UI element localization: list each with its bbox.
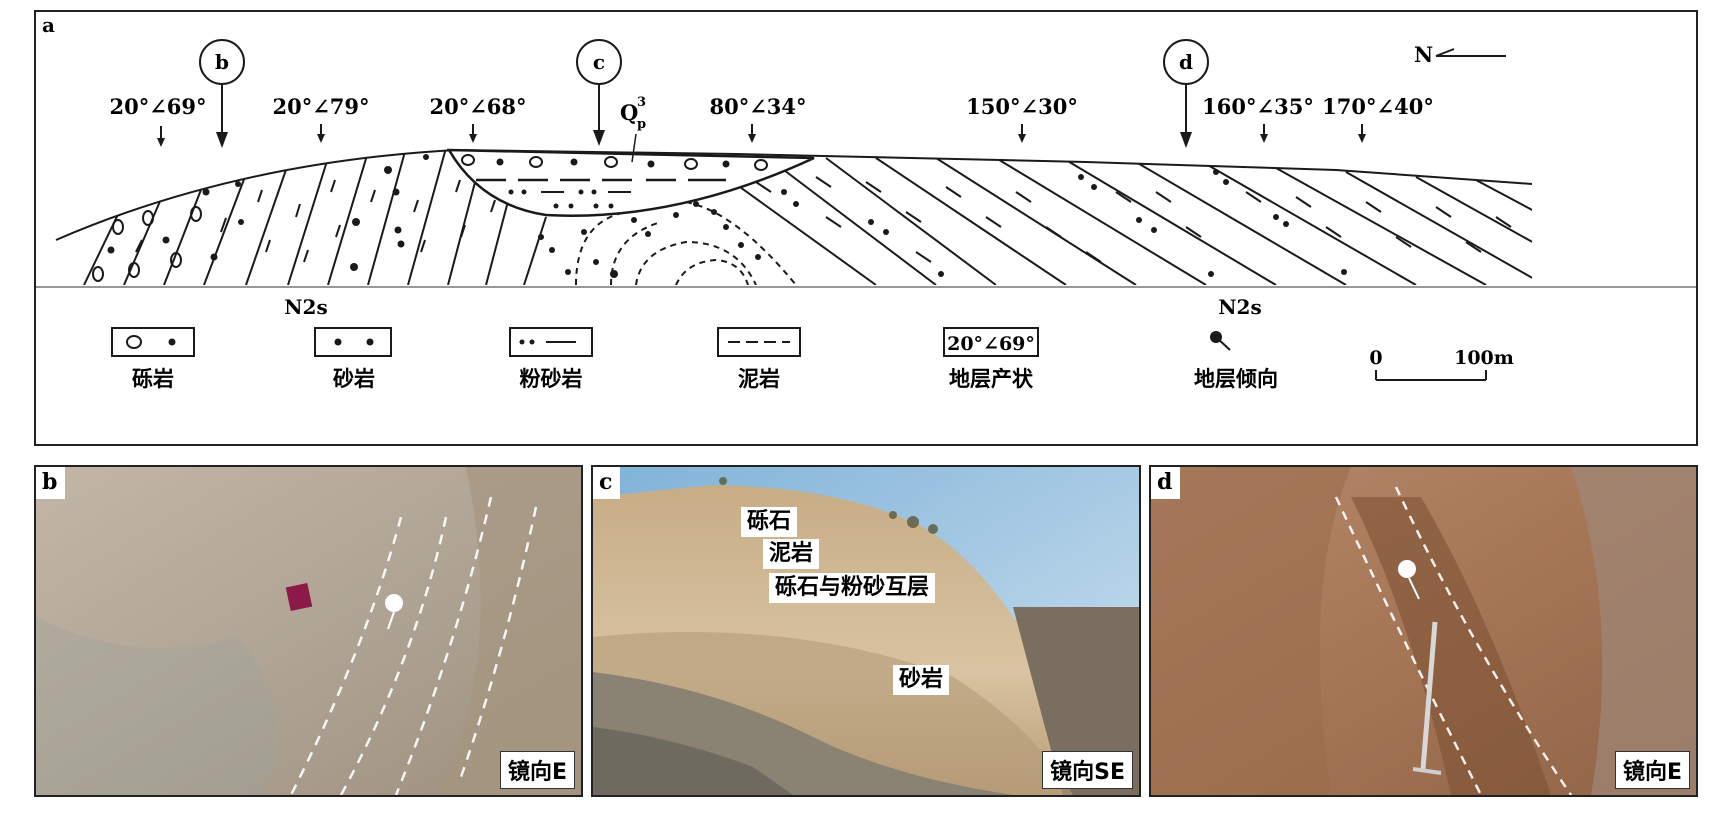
photo-d-image bbox=[1151, 467, 1696, 795]
annotation-gravel-silt-interbed: 砾石与粉砂互层 bbox=[769, 573, 936, 603]
photo-b-direction: 镜向E bbox=[499, 751, 575, 789]
north-arrow: N bbox=[1414, 42, 1506, 67]
svg-text:100m: 100m bbox=[1454, 347, 1514, 369]
photo-d: d 镜向E bbox=[1149, 465, 1698, 797]
scale-bar: 0 100m bbox=[1369, 347, 1514, 381]
panel-a-label: a bbox=[42, 13, 55, 37]
svg-text:粉砂岩: 粉砂岩 bbox=[520, 367, 583, 391]
photo-c: c 砾石 泥岩 砾石与粉砂互层 砂岩 镜向SE bbox=[591, 465, 1141, 797]
svg-text:砾岩: 砾岩 bbox=[132, 367, 174, 391]
legend-sandstone: 砂岩 bbox=[314, 327, 392, 391]
photo-c-direction: 镜向SE bbox=[1042, 751, 1133, 789]
annotation-gravel: 砾石 bbox=[741, 507, 798, 537]
quaternary-label: Q 3 p bbox=[620, 95, 646, 163]
attitude-4: 80°∠34° bbox=[709, 94, 806, 119]
photo-c-label: c bbox=[593, 467, 621, 499]
formation-label-right: N2s bbox=[1218, 295, 1261, 319]
svg-text:20°∠69°: 20°∠69° bbox=[947, 333, 1035, 355]
svg-text:泥岩: 泥岩 bbox=[738, 367, 780, 391]
legend-attitude: 20°∠69° 地层产状 bbox=[943, 327, 1039, 391]
photo-c-image bbox=[593, 467, 1139, 795]
svg-text:3: 3 bbox=[637, 95, 646, 110]
legend: 砾岩 砂岩 粉砂岩 泥岩 20°∠69° 地层产状 bbox=[111, 327, 1514, 391]
photo-b-label: b bbox=[36, 467, 66, 499]
topographic-surface bbox=[55, 148, 1533, 241]
photo-d-direction: 镜向E bbox=[1614, 751, 1690, 789]
lithology-symbols bbox=[92, 154, 1347, 282]
dash-symbols bbox=[135, 176, 1512, 263]
section-marker-d: d bbox=[1163, 39, 1209, 148]
attitude-1: 20°∠69° bbox=[109, 94, 206, 119]
legend-conglomerate: 砾岩 bbox=[111, 327, 195, 391]
legend-siltstone: 粉砂岩 bbox=[509, 327, 593, 391]
svg-text:0: 0 bbox=[1369, 347, 1382, 369]
formation-label-left: N2s bbox=[284, 295, 327, 319]
svg-text:Q: Q bbox=[620, 100, 638, 125]
quaternary-lens bbox=[446, 148, 815, 217]
svg-text:砂岩: 砂岩 bbox=[333, 367, 375, 391]
photo-b-image bbox=[36, 467, 581, 795]
attitude-2: 20°∠79° bbox=[272, 94, 369, 119]
svg-text:地层产状: 地层产状 bbox=[949, 367, 1034, 391]
strata-beds bbox=[83, 150, 1532, 285]
svg-text:N: N bbox=[1414, 42, 1433, 67]
attitude-3: 20°∠68° bbox=[429, 94, 526, 119]
svg-text:p: p bbox=[637, 117, 646, 132]
annotation-sandstone: 砂岩 bbox=[893, 665, 950, 695]
cross-section-panel: a bbox=[34, 10, 1698, 446]
attitude-labels: 20°∠69° 20°∠79° 20°∠68° 80°∠34° 150°∠30°… bbox=[109, 94, 1434, 147]
cross-section-svg: a bbox=[36, 13, 1696, 391]
legend-dip-direction: 地层倾向 bbox=[1194, 331, 1278, 391]
section-marker-b: b bbox=[199, 39, 245, 148]
attitude-6: 160°∠35° bbox=[1202, 94, 1314, 119]
svg-text:b: b bbox=[215, 50, 229, 74]
section-marker-c: c bbox=[576, 39, 622, 146]
attitude-7: 170°∠40° bbox=[1322, 94, 1434, 119]
photo-d-label: d bbox=[1151, 467, 1181, 499]
annotation-mudstone: 泥岩 bbox=[763, 539, 820, 569]
legend-mudstone: 泥岩 bbox=[717, 327, 801, 391]
svg-text:d: d bbox=[1179, 50, 1193, 74]
photo-b: b 镜向E bbox=[34, 465, 583, 797]
svg-text:c: c bbox=[593, 50, 605, 74]
svg-text:地层倾向: 地层倾向 bbox=[1194, 367, 1278, 391]
attitude-5: 150°∠30° bbox=[966, 94, 1078, 119]
